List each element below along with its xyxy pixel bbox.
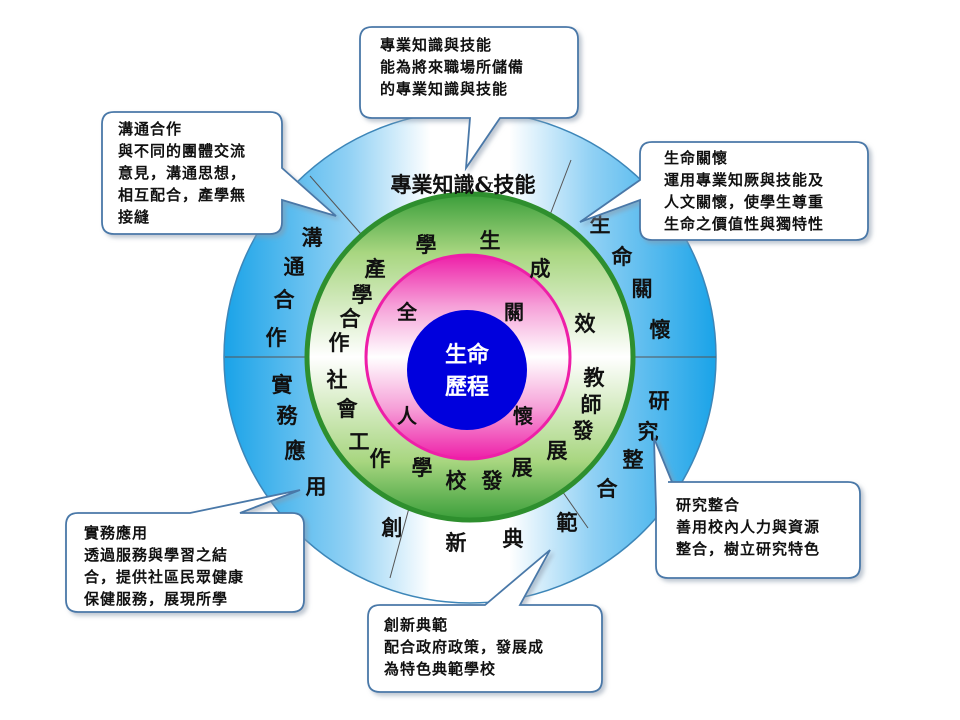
outer-ring-char: 作: [266, 325, 287, 350]
callout-top-left: 溝通合作 與不同的團體交流 意見，溝通思想， 相互配合，產學無 接縫: [118, 120, 247, 226]
green-ring-char: 效: [575, 311, 596, 336]
callout-right-bottom: 研究整合 善用校內人力與資源 整合，樹立研究特色: [676, 496, 821, 558]
outer-ring-char: 通: [284, 254, 305, 279]
green-ring-char: 發: [572, 418, 594, 443]
callout-right-top: 生命關懷 運用專業知厥與技能及 人文關懷，使學生尊重 生命之價值性與獨特性: [664, 149, 825, 233]
callout-bubble-bottom: [367, 549, 603, 693]
center-label-line2: 歷程: [445, 374, 489, 400]
callout-top: 專業知識與技能 能為將來職場所儲備 的專業知識與技能: [380, 36, 525, 98]
pink-ring-char: 懷: [513, 404, 533, 428]
outer-ring-char: 關: [632, 276, 653, 301]
outer-ring-char: 範: [557, 510, 578, 535]
green-ring-char: 校: [446, 468, 468, 493]
green-ring-char: 教: [584, 365, 606, 390]
pink-ring-char: 關: [504, 300, 524, 324]
outer-ring-char: 生: [590, 212, 611, 237]
green-ring-char: 作: [370, 446, 391, 471]
green-ring-char: 工: [349, 429, 370, 454]
outer-ring-char: 懷: [650, 317, 671, 342]
green-ring-char: 產: [365, 256, 386, 281]
outer-ring-char: 典: [503, 526, 524, 551]
outer-ring-char: 務: [277, 403, 299, 428]
green-ring-char: 合: [340, 306, 362, 331]
callout-bubble-top-left: [101, 111, 337, 235]
green-ring-char: 學: [416, 232, 437, 257]
callout-left-bottom: 實務應用 透過服務與學習之結 合，提供社區民眾健康 保健服務，展現所學: [84, 524, 245, 608]
outer-ring-char: 整: [623, 447, 644, 472]
callout-bubble-top: [359, 26, 579, 172]
callout-title: 生命關懷: [664, 149, 729, 167]
green-ring-char: 成: [530, 256, 551, 281]
green-ring-char: 作: [329, 330, 350, 355]
green-ring-char: 發: [481, 468, 503, 493]
outer-ring-char: 實: [272, 372, 293, 397]
callout-bubble-left-bottom: [65, 489, 305, 613]
pink-ring-char: 全: [396, 300, 418, 324]
outer-ring-char: 創: [382, 515, 403, 540]
callout-bubble-right-top: [579, 141, 869, 241]
outer-label-professional: 專業知識&技能: [391, 172, 536, 197]
callout-title: 創新典範: [384, 616, 449, 634]
outer-ring-char: 合: [597, 476, 619, 501]
outer-ring-char: 新: [446, 530, 467, 555]
callout-title: 溝通合作: [118, 120, 183, 138]
green-ring-char: 學: [412, 455, 433, 480]
callout-bottom: 創新典範 配合政府政策，發展成 為特色典範學校: [384, 616, 545, 678]
center-label-line1: 生命: [445, 342, 490, 368]
outer-ring-char: 用: [306, 474, 327, 499]
outer-ring-char: 合: [274, 287, 296, 312]
pink-ring-char: 人: [397, 404, 418, 428]
outer-ring-char: 究: [638, 419, 659, 444]
callout-title: 實務應用: [84, 524, 149, 542]
center-circle: [407, 310, 527, 430]
green-ring-char: 展: [512, 455, 533, 480]
green-ring-char: 師: [581, 392, 602, 417]
callout-title: 專業知識與技能: [380, 36, 493, 54]
green-ring-char: 展: [547, 438, 568, 463]
outer-ring-char: 研: [649, 388, 670, 413]
green-ring-char: 學: [352, 282, 373, 307]
callout-bubble-right-bottom: [653, 437, 861, 579]
green-ring-char: 社: [326, 367, 348, 392]
callout-title: 研究整合: [676, 496, 741, 514]
outer-ring-dividers: [225, 159, 716, 579]
green-ring-char: 生: [480, 228, 501, 253]
green-ring-char: 會: [337, 396, 359, 421]
outer-ring-char: 應: [285, 438, 306, 463]
outer-ring-char: 溝: [302, 225, 323, 250]
outer-ring-char: 命: [612, 244, 634, 269]
